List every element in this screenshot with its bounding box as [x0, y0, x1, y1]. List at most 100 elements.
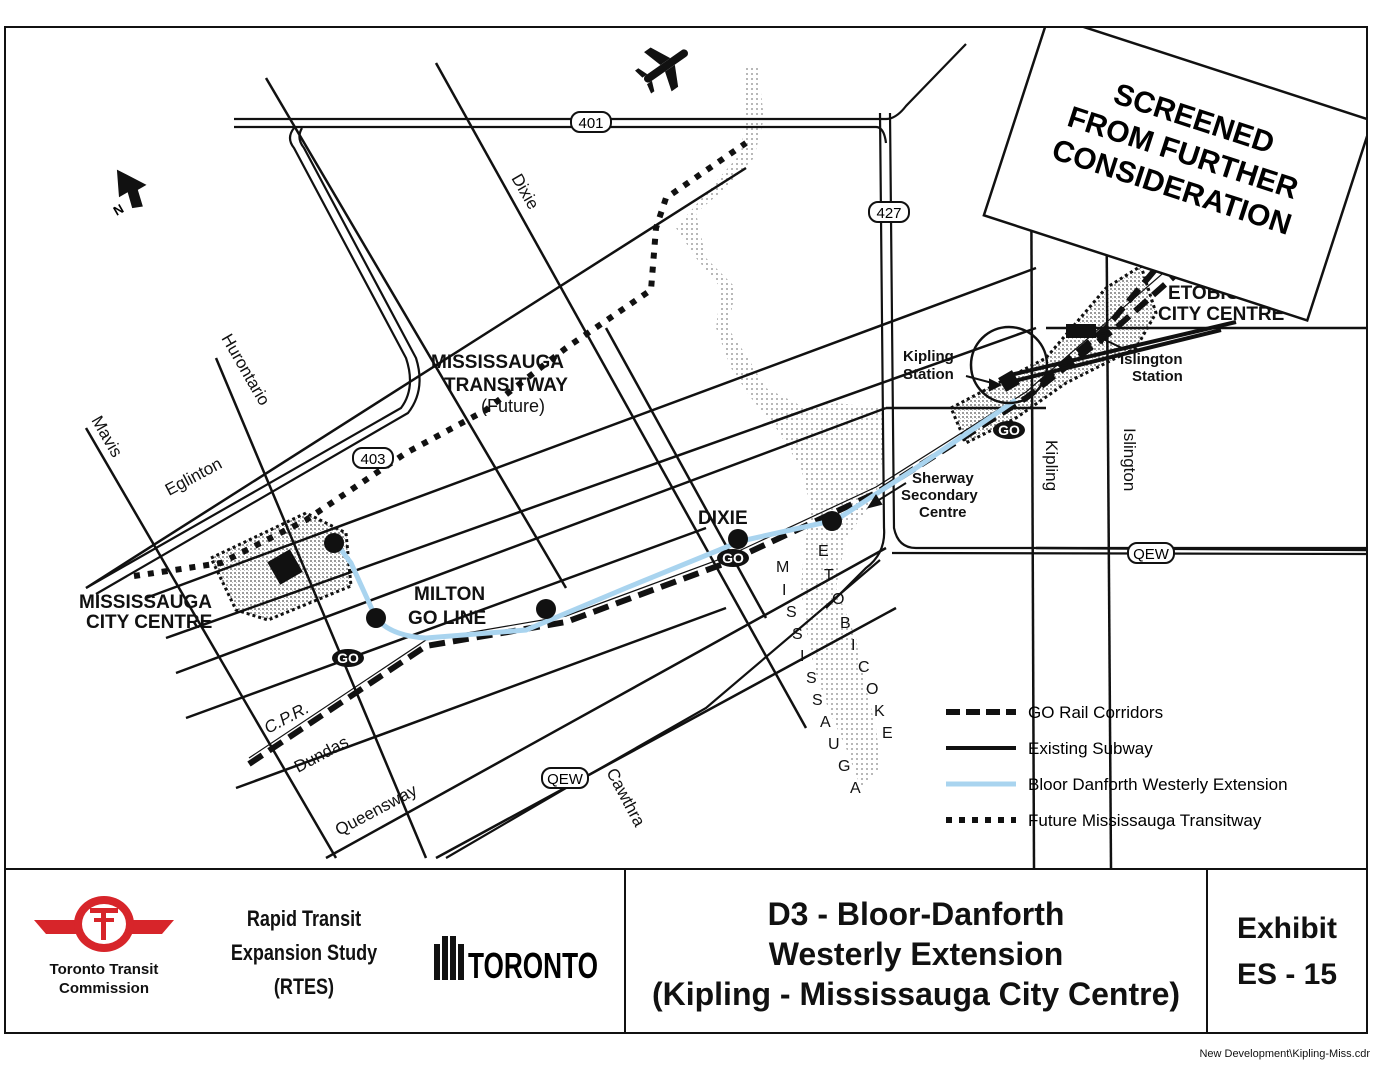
label-islington-road: Islington	[1120, 428, 1139, 491]
islington-station-label-1: Islington	[1120, 351, 1183, 368]
transitway-label-2: TRANSITWAY	[444, 375, 568, 396]
legend-go-rail: GO Rail Corridors	[1028, 703, 1163, 722]
airport-icon	[635, 47, 689, 94]
label-cpr: C.P.R.	[261, 698, 312, 737]
highways	[85, 43, 1366, 859]
hwy-427-shield: 427	[876, 205, 901, 222]
creek-e-letter-7: O	[866, 681, 878, 698]
milton-label-2: GO LINE	[408, 608, 486, 629]
north-arrow: N	[111, 169, 147, 219]
rtes-line-3: (RTES)	[273, 974, 335, 999]
islington-station-label-2: Station	[1132, 368, 1183, 385]
creek-m-letter-2: I	[782, 582, 786, 599]
etobicoke-label-2: CITY CENTRE	[1158, 304, 1284, 325]
north-letter: N	[111, 201, 127, 219]
legend-future-transitway: Future Mississauga Transitway	[1028, 811, 1262, 830]
sherway-label-1: Sherway	[912, 470, 974, 487]
map-legend: GO Rail Corridors Existing Subway Bloor …	[946, 703, 1288, 830]
label-mavis: Mavis	[88, 413, 127, 461]
toronto-logo: TORONTO	[434, 936, 598, 982]
title-block: Toronto Transit Commission Rapid Transit…	[4, 868, 1368, 1034]
leader-arrows	[866, 331, 1127, 509]
creek-m-letter-11: A	[850, 780, 861, 797]
ttc-cell: Toronto Transit Commission	[4, 870, 204, 1034]
creek-m-letter-5: I	[800, 648, 804, 665]
transitway-label-3: (Future)	[481, 396, 545, 416]
creek-m-letter-7: S	[812, 692, 823, 709]
creek-letters: E T O B I C O K E M I S S I S S A U G A	[776, 543, 893, 797]
creek-m-letter-3: S	[786, 604, 797, 621]
street-labels: Dixie Hurontario Mavis Eglinton Dundas Q…	[88, 171, 1139, 840]
go-logo-dixie: GO	[722, 550, 744, 566]
creek-e-letter-4: B	[840, 615, 851, 632]
creek-e-letter-1: E	[818, 543, 829, 560]
sherway-label-3: Centre	[919, 504, 967, 521]
drawing-title-line-3: (Kipling - Mississauga City Centre)	[651, 976, 1181, 1012]
creek-e-letter-8: K	[874, 703, 885, 720]
drawing-title-cell: D3 - Bloor-Danforth Westerly Extension (…	[624, 870, 1206, 1034]
dixie-station-label: DIXIE	[698, 508, 748, 529]
creek-e-letter-6: C	[858, 659, 870, 676]
label-hurontario: Hurontario	[218, 331, 274, 409]
label-dundas: Dundas	[291, 732, 352, 776]
go-logos: GO GO GO	[332, 421, 1025, 667]
cpr-track	[248, 222, 1222, 759]
go-logo-milton: GO	[337, 650, 359, 666]
creek-m-letter-6: S	[806, 670, 817, 687]
file-path: New Development\Kipling-Miss.cdr	[1199, 1048, 1370, 1060]
go-logo-kipling: GO	[998, 422, 1020, 438]
label-eglinton: Eglinton	[162, 454, 225, 500]
sherway-label-2: Secondary	[901, 487, 978, 504]
etobicoke-city-centre-area	[949, 263, 1158, 446]
creek-e-letter-5: I	[851, 637, 855, 654]
exhibit-label: Exhibit	[1236, 912, 1337, 945]
exhibit-number: ES - 15	[1236, 958, 1338, 991]
map-frame	[4, 26, 1368, 1034]
creek-m-letter-9: U	[828, 736, 840, 753]
hwy-401-shield: 401	[578, 115, 603, 132]
creek-e-letter-9: E	[882, 725, 893, 742]
hwy-403-shield: 403	[360, 451, 385, 468]
future-transitway	[133, 140, 748, 579]
exhibit-cell: Exhibit ES - 15	[1206, 870, 1366, 1034]
rtes-line-2: Expansion Study	[230, 940, 378, 965]
creek-m-letter-8: A	[820, 714, 831, 731]
rtes-cell: Rapid Transit Expansion Study (RTES)	[204, 870, 404, 1034]
mississauga-city-centre-terminal	[267, 549, 303, 585]
existing-subway	[1005, 320, 1237, 385]
ttc-logo	[34, 896, 174, 952]
kipling-station-marker	[998, 370, 1020, 392]
ttc-name-line-2: Commission	[58, 980, 149, 997]
route-map: 401 427 403 QEW QEW Dixie Hurontario Mav…	[79, 28, 1366, 868]
ttc-name-line-1: Toronto Transit	[49, 961, 159, 978]
screened-stamp: SCREENED FROM FURTHER CONSIDERATION	[982, 28, 1366, 322]
creek-m-letter-1: M	[776, 559, 789, 576]
kipling-station-label-2: Station	[903, 366, 954, 383]
mcc-label-2: CITY CENTRE	[86, 612, 212, 633]
legend-westerly-extension: Bloor Danforth Westerly Extension	[1028, 775, 1288, 794]
etobicoke-creek	[676, 68, 884, 788]
kipling-station-circle	[969, 325, 1049, 405]
label-dixie: Dixie	[508, 171, 543, 213]
toronto-logo-cell: TORONTO	[404, 870, 624, 1034]
legend-existing-subway: Existing Subway	[1028, 739, 1153, 758]
station-markers	[324, 511, 842, 628]
qew-shield-east: QEW	[1133, 546, 1170, 563]
islington-station-marker	[1066, 324, 1096, 338]
drawing-title-line-1: D3 - Bloor-Danforth	[767, 896, 1065, 932]
place-labels: MISSISSAUGA TRANSITWAY (Future) MISSISSA…	[79, 283, 1284, 633]
label-cawthra: Cawthra	[602, 765, 649, 830]
milton-label-1: MILTON	[414, 584, 485, 605]
highway-shields: 401 427 403 QEW QEW	[352, 111, 1175, 789]
kipling-station-label-1: Kipling	[903, 348, 954, 365]
mcc-label-1: MISSISSAUGA	[79, 592, 212, 613]
creek-e-letter-3: O	[832, 591, 844, 608]
creek-m-letter-10: G	[838, 758, 850, 775]
creek-m-letter-4: S	[792, 626, 803, 643]
rtes-line-1: Rapid Transit	[246, 906, 362, 931]
drawing-title-line-2: Westerly Extension	[768, 936, 1064, 972]
transitway-label-1: MISSISSAUGA	[431, 352, 564, 373]
creek-e-letter-2: T	[824, 567, 834, 584]
label-kipling-road: Kipling	[1042, 440, 1061, 491]
toronto-wordmark: TORONTO	[468, 945, 598, 982]
